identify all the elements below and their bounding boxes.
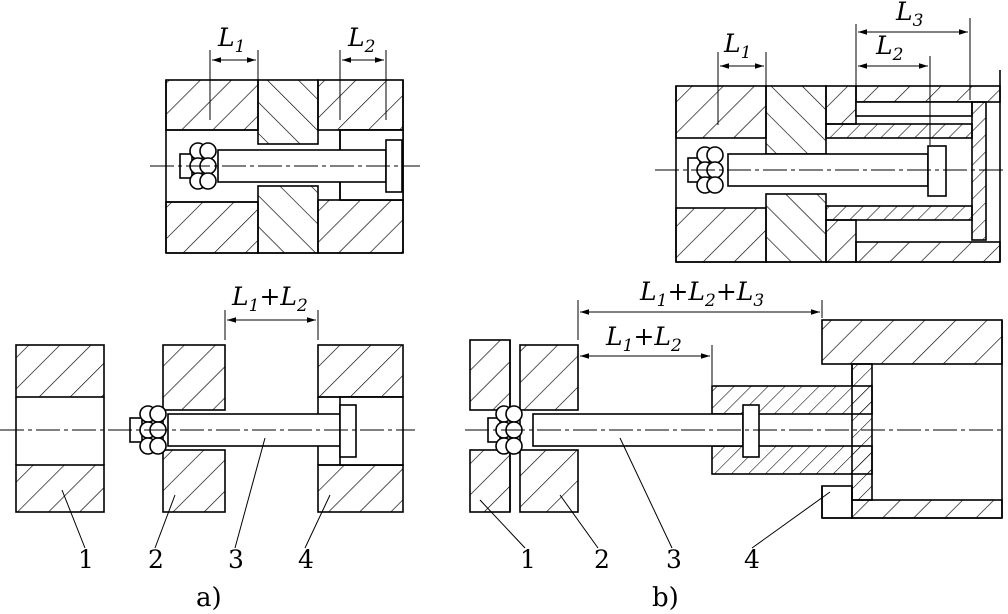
fig-b-exploded — [465, 300, 1005, 549]
fig-b-dim-l1-plus-l2-plus-l3: L1+L2+L3 — [639, 277, 764, 311]
fig-a-exploded — [0, 310, 415, 549]
fig-a-dim-l1-plus-l2: L1+L2 — [231, 282, 308, 316]
fig-b-caption: b) — [652, 583, 679, 613]
fig-a-part-label-2: 2 — [148, 545, 164, 574]
fig-b-dim-l1: L1 — [723, 29, 751, 63]
fig-b-part-label-4: 4 — [744, 545, 760, 574]
fig-a-dim-l2: L2 — [347, 23, 375, 57]
fig-a-caption: a) — [196, 583, 222, 613]
fig-a-part-label-3: 3 — [228, 545, 244, 574]
fig-a-part-label-4: 4 — [298, 545, 314, 574]
fig-b-dim-l1-plus-l2: L1+L2 — [605, 322, 682, 356]
fig-a-part-label-1: 1 — [78, 545, 94, 574]
fig-b-dim-l2: L2 — [875, 31, 903, 65]
fig-a-dim-l1: L1 — [217, 23, 245, 57]
fig-b-top-assembly — [655, 18, 1005, 263]
fig-b-part-label-3: 3 — [666, 545, 682, 574]
fig-a-top-assembly — [150, 50, 420, 254]
fig-b-dim-l3: L3 — [895, 0, 923, 31]
fig-b-part-label-2: 2 — [594, 545, 610, 574]
fig-b-part-label-1: 1 — [520, 545, 536, 574]
